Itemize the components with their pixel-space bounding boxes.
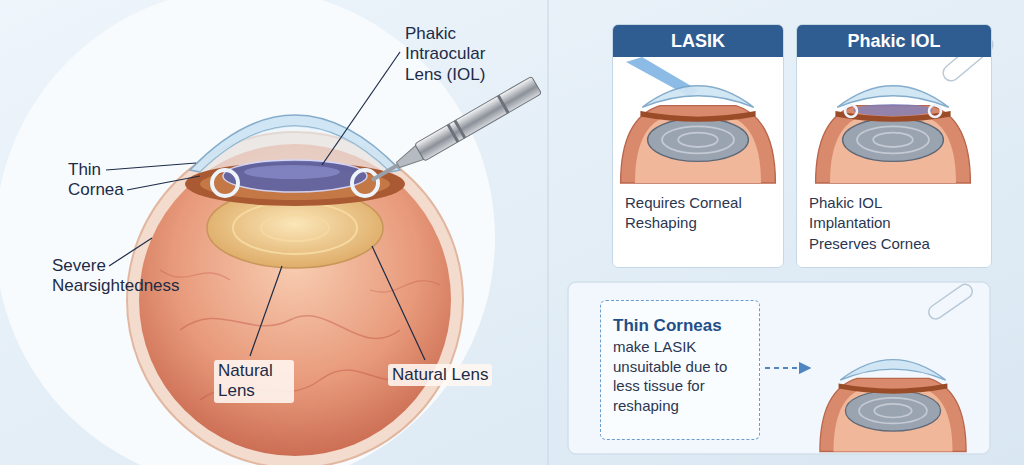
part-label: Natural Lens — [214, 360, 294, 403]
part-label: Thin Cornea — [68, 160, 134, 201]
note-box: Thin Corneasmake LASIK unsuitable due to… — [600, 300, 760, 440]
comparison-panel: Phakic IOL Phakic IOL Implantation Preser… — [796, 24, 992, 268]
part-label: Severe Nearsightedness — [52, 256, 187, 297]
panel-heading: Phakic IOL — [797, 25, 991, 57]
panel-text: Requires Corneal Reshaping — [625, 193, 765, 234]
panel-text: Phakic IOL Implantation Preserves Cornea — [809, 193, 949, 254]
panel-text: make LASIK unsuitable due to less tissue… — [613, 337, 747, 415]
part-label: Natural Lens — [388, 364, 492, 386]
comparison-panel: LASIK Requires Corneal Reshaping — [612, 24, 784, 268]
panel-heading: Thin Corneas — [613, 315, 747, 337]
panel-heading: LASIK — [613, 25, 783, 57]
part-label: Phakic Intraocular Lens (IOL) — [405, 24, 510, 85]
